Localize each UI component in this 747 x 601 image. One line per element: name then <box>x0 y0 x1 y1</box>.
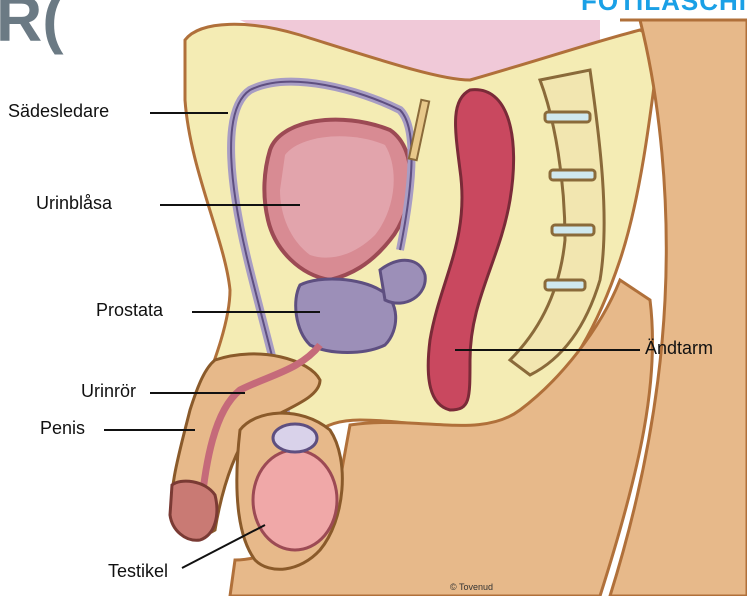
label-testikel: Testikel <box>108 561 168 582</box>
label-penis: Penis <box>40 418 85 439</box>
seminal-vesicle <box>380 260 425 303</box>
testicle <box>253 450 337 550</box>
prostate-gland <box>296 279 396 353</box>
epididymis <box>273 424 317 452</box>
glans <box>170 481 217 540</box>
label-sadesledare: Sädesledare <box>8 101 109 122</box>
label-andtarm: Ändtarm <box>645 338 713 359</box>
header-title: FÖTILASCHI <box>581 0 747 17</box>
logo-text: R( <box>0 0 64 56</box>
copyright-credit: © Tovenud <box>450 582 493 592</box>
label-urinblasa: Urinblåsa <box>36 193 112 214</box>
label-prostata: Prostata <box>96 300 163 321</box>
label-urinror: Urinrör <box>81 381 136 402</box>
